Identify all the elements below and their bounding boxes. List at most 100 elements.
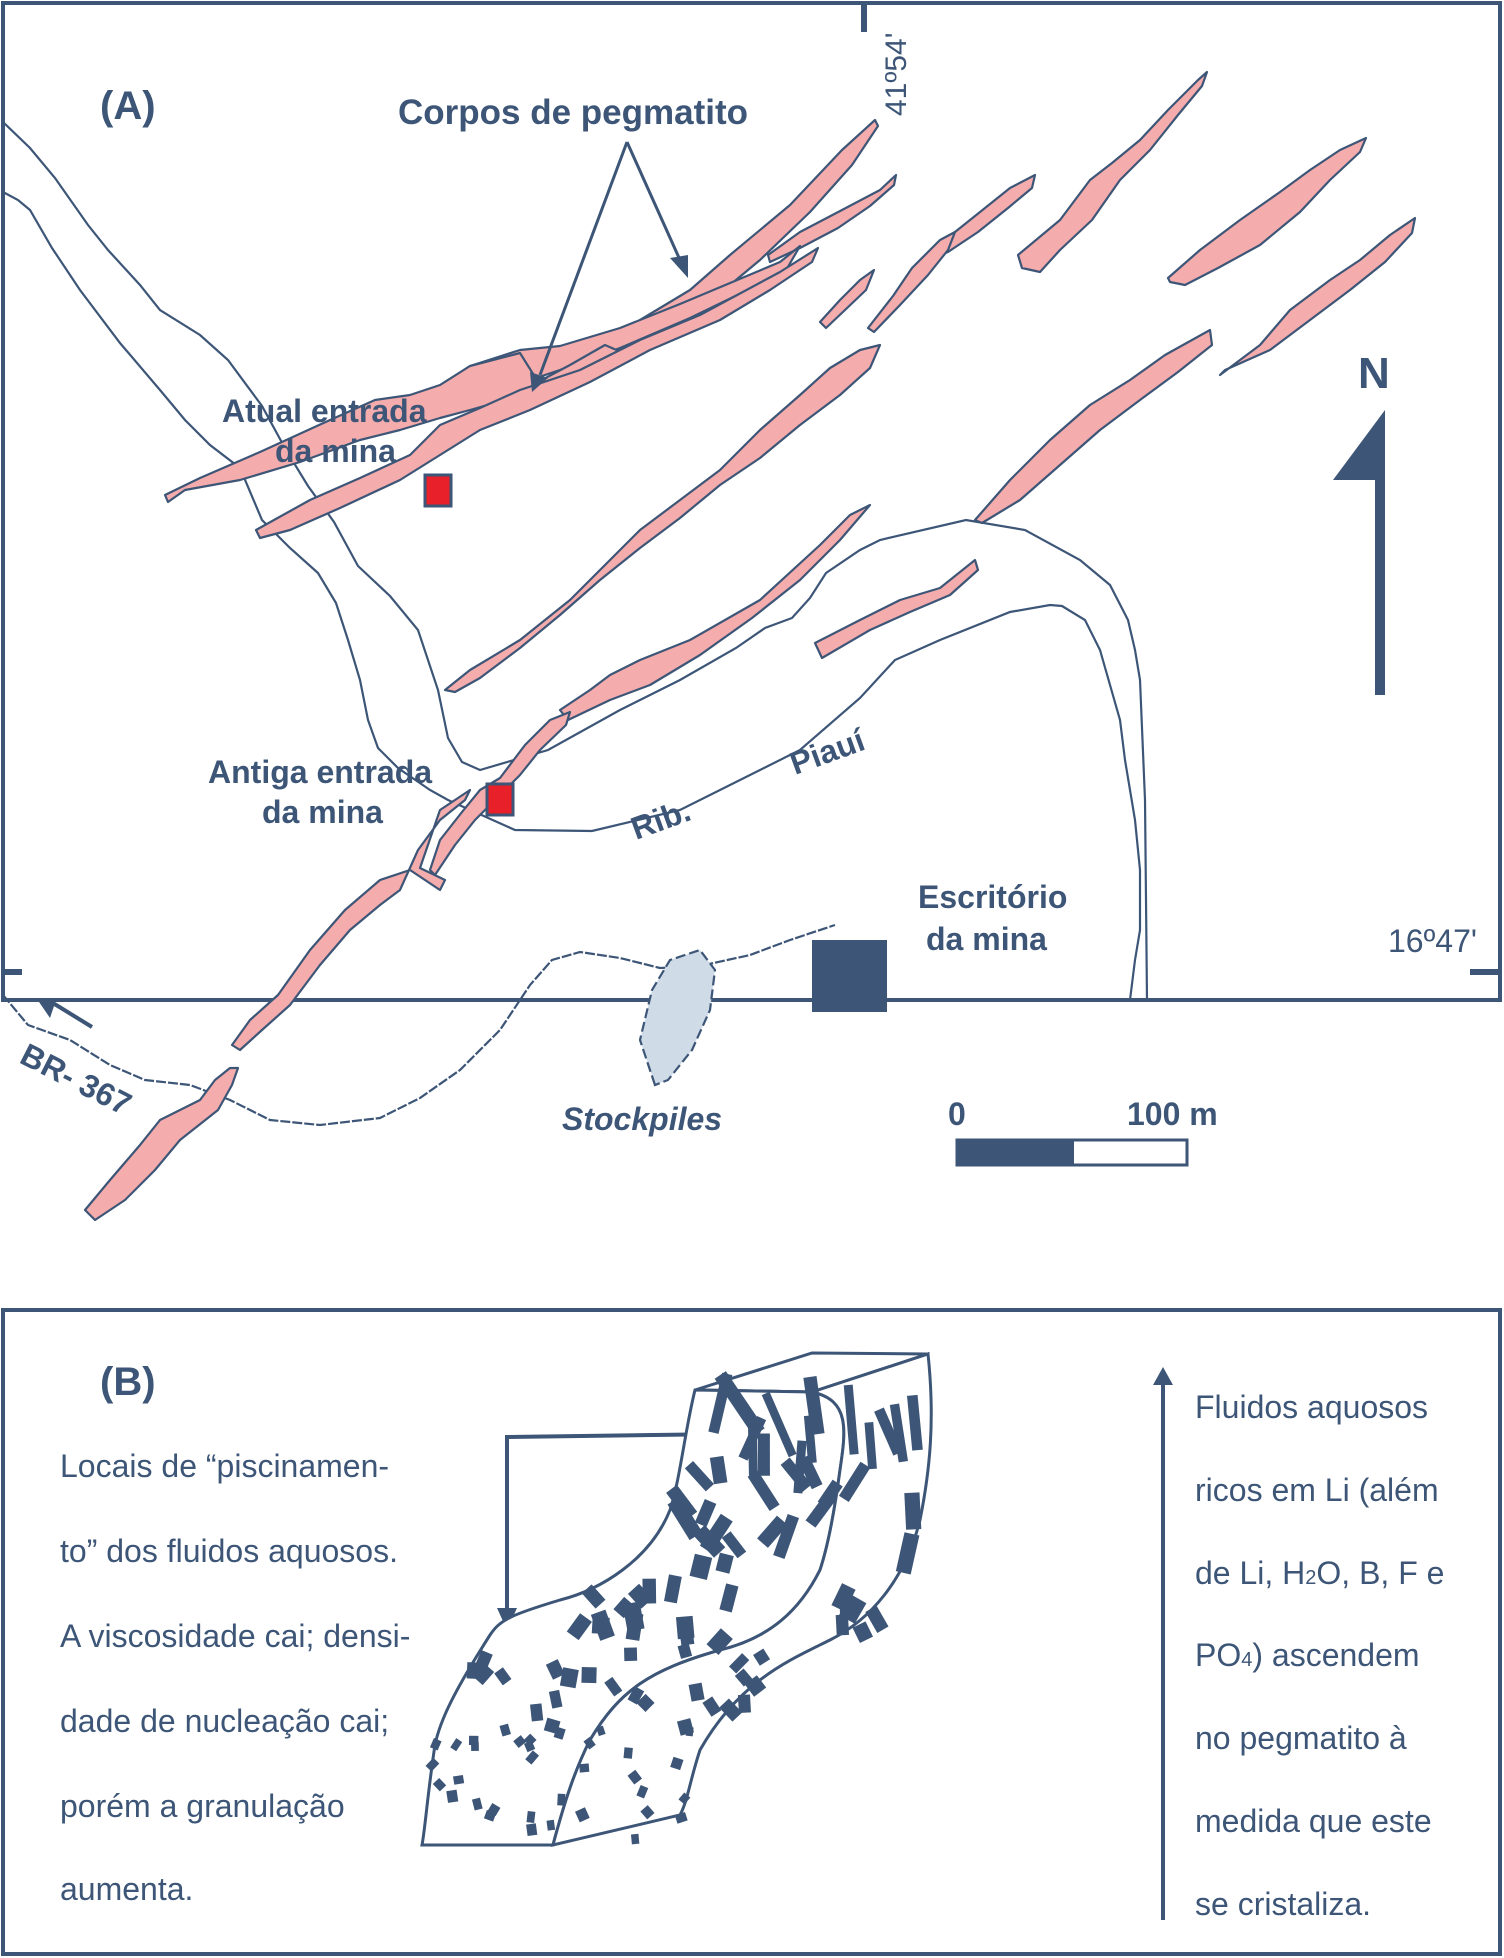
crystal-grain bbox=[895, 1532, 920, 1575]
longitude-label: 41º54' bbox=[880, 33, 913, 116]
crystal-grain bbox=[684, 1460, 714, 1492]
crystal-grain bbox=[530, 1703, 544, 1722]
pooling-text-line: to” dos fluidos aquosos. bbox=[60, 1533, 398, 1569]
crystal-grain bbox=[734, 1668, 753, 1687]
crystal-grain bbox=[719, 1698, 743, 1722]
crystal-grain bbox=[446, 1789, 459, 1803]
scale-end-label: 100 m bbox=[1127, 1096, 1218, 1132]
crystal-grain bbox=[622, 1601, 645, 1632]
crystal-grain bbox=[699, 1513, 733, 1554]
crystal-grain bbox=[546, 1819, 556, 1831]
panel-b-label: (B) bbox=[100, 1360, 156, 1404]
crystal-grain bbox=[738, 1415, 767, 1461]
pegmatite-body bbox=[1166, 136, 1368, 287]
pooling-text-line: Locais de “piscinamen- bbox=[60, 1448, 389, 1484]
pegmatite-body bbox=[1016, 70, 1209, 274]
crystal-grain bbox=[642, 1578, 657, 1604]
crystal-grain bbox=[545, 1659, 565, 1680]
crystal-grain bbox=[624, 1647, 638, 1662]
crystal-grain bbox=[688, 1682, 705, 1702]
crystal-grain bbox=[904, 1492, 922, 1530]
crystal-grain bbox=[747, 1470, 780, 1512]
pooling-text-line: porém a granulação bbox=[60, 1788, 345, 1824]
crystal-grain bbox=[513, 1735, 527, 1748]
pegmatite-body bbox=[558, 503, 872, 722]
crystal-grain bbox=[630, 1833, 640, 1845]
crystal-grain bbox=[757, 1433, 770, 1476]
pegmatite-body bbox=[813, 558, 980, 660]
fluids-text-line: Fluidos aquosos bbox=[1195, 1389, 1428, 1425]
crystal-grain bbox=[719, 1583, 739, 1613]
crystal-grain bbox=[468, 1735, 479, 1746]
pegmatite-pointer-arrows bbox=[530, 141, 688, 392]
crystal-grain bbox=[452, 1774, 465, 1785]
crystal-grain bbox=[596, 1725, 606, 1737]
crystal-grain bbox=[694, 1498, 717, 1528]
crystal-grain bbox=[667, 1496, 703, 1541]
current-entrance-label-line1: Atual entrada bbox=[222, 393, 427, 429]
pegmatite-body bbox=[818, 268, 876, 330]
crystal-grain bbox=[721, 1531, 747, 1559]
pooling-text-line: aumenta. bbox=[60, 1871, 193, 1907]
crystal-grain bbox=[583, 1736, 596, 1750]
old-entrance-label-line2: da mina bbox=[262, 794, 383, 830]
crystal-grain bbox=[805, 1491, 837, 1528]
panel-a-frame bbox=[1, 1, 1502, 1002]
road-label: BR- 367 bbox=[15, 1036, 138, 1122]
crystal-grain bbox=[566, 1613, 592, 1641]
crystal-grain bbox=[425, 1757, 440, 1772]
crystal-grain bbox=[852, 1621, 873, 1644]
pegmatite-bodies bbox=[83, 70, 1417, 1222]
pegmatite-body bbox=[1218, 216, 1417, 377]
arrow-head-icon bbox=[670, 255, 688, 278]
crystal-grain bbox=[803, 1376, 825, 1436]
crystal-grain bbox=[839, 1602, 853, 1621]
crystal-grain bbox=[574, 1807, 590, 1823]
river-label-piaui: Piauí bbox=[785, 721, 870, 781]
crystal-grain bbox=[450, 1738, 463, 1752]
pooling-description: Locais de “piscinamen- to” dos fluidos a… bbox=[60, 1448, 410, 1907]
crystal-grain bbox=[715, 1552, 734, 1574]
crystal-grain bbox=[525, 1750, 540, 1765]
crystal-grain bbox=[557, 1793, 566, 1806]
scale-bar bbox=[955, 1138, 1189, 1167]
pooling-text-line: dade de nucleação cai; bbox=[60, 1703, 389, 1739]
arrow-head-icon bbox=[530, 372, 548, 392]
crystal-grain bbox=[559, 1667, 579, 1689]
north-label: N bbox=[1358, 349, 1390, 398]
scale-start-label: 0 bbox=[948, 1096, 966, 1132]
pegmatite-body bbox=[866, 230, 957, 334]
crystal-grain bbox=[579, 1763, 590, 1773]
stockpile-area bbox=[638, 948, 717, 1087]
old-mine-entrance-marker bbox=[485, 782, 515, 817]
current-mine-entrance-marker bbox=[423, 473, 453, 508]
crystal-grain bbox=[831, 1583, 856, 1612]
crystal-grain bbox=[780, 1457, 812, 1492]
crystal-grain bbox=[526, 1811, 536, 1824]
panel-a-label: (A) bbox=[100, 84, 156, 128]
crystal-grain bbox=[706, 1628, 733, 1655]
stockpiles-label: Stockpiles bbox=[562, 1101, 722, 1137]
crystal-grain bbox=[670, 1756, 684, 1771]
fluids-description: Fluidos aquosos ricos em Li (além de Li,… bbox=[1195, 1389, 1444, 1922]
arrow-left-icon bbox=[37, 999, 56, 1018]
panel-a-map: (A) Corpos de pegmatito Atual entrada da… bbox=[1, 1, 1502, 1222]
ascending-fluids-arrow bbox=[1153, 1367, 1173, 1920]
crystal-grain bbox=[685, 1726, 694, 1737]
crystal-grain bbox=[753, 1648, 771, 1666]
crystal-grain bbox=[523, 1740, 536, 1753]
crystal-grain bbox=[761, 1391, 797, 1458]
crystal-grain bbox=[627, 1769, 643, 1785]
crystal-grain bbox=[737, 1694, 751, 1714]
crystal-grain bbox=[865, 1605, 889, 1633]
crystal-grain bbox=[906, 1394, 923, 1451]
crystal-grain bbox=[864, 1422, 877, 1470]
crystal-grain bbox=[889, 1403, 908, 1463]
old-entrance-label-line1: Antiga entrada bbox=[208, 754, 432, 790]
north-arrow bbox=[1333, 410, 1385, 695]
crystal-grain bbox=[678, 1623, 695, 1646]
river-bank-outer bbox=[2, 121, 1149, 1001]
road-direction-arrow bbox=[37, 998, 94, 1029]
crystal-grain bbox=[466, 1662, 481, 1679]
